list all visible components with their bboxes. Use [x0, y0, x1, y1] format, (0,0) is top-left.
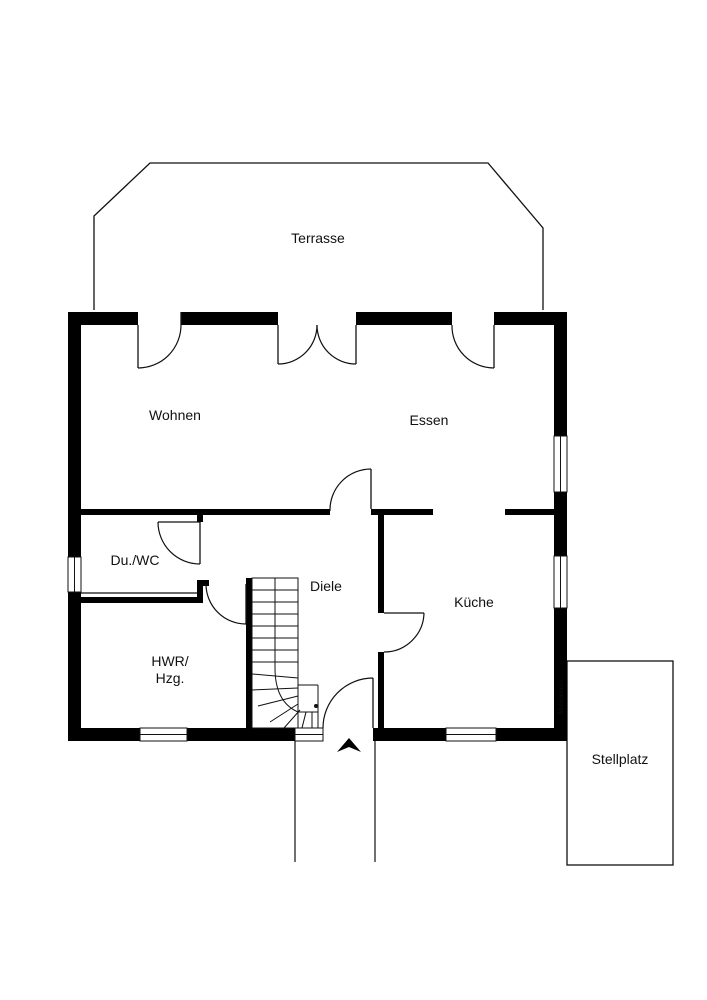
- door-wc: [157, 521, 201, 565]
- window-left: [67, 556, 82, 593]
- terrace-outline: [93, 162, 544, 310]
- door-kitchen: [383, 612, 425, 653]
- door-entrance: [322, 677, 374, 729]
- entrance-arrow-icon: [337, 738, 361, 752]
- window-bottom-kitchen: [445, 727, 497, 742]
- interior-walls: [81, 509, 554, 728]
- door-hwr: [205, 583, 247, 625]
- label-shower-wc: Du./WC: [111, 552, 160, 568]
- carport-outline: [566, 660, 674, 866]
- door-terrace-double: [277, 324, 357, 365]
- staircase: [251, 577, 319, 729]
- label-kitchen: Küche: [454, 594, 494, 610]
- watermark-text: McGrundriss: [559, 680, 565, 714]
- door-hall-living: [329, 468, 372, 512]
- window-right-upper: [553, 435, 568, 493]
- label-dining: Essen: [410, 412, 449, 428]
- label-living: Wohnen: [149, 407, 201, 423]
- window-bottom-stair: [294, 727, 324, 742]
- window-bottom-hwr: [139, 727, 188, 742]
- door-terrace-dining: [451, 324, 495, 369]
- label-utility-line2: Hzg.: [156, 670, 185, 686]
- label-utility-line1: HWR/: [151, 653, 188, 669]
- label-carport: Stellplatz: [592, 751, 649, 767]
- label-terrace: Terrasse: [291, 230, 345, 246]
- exterior-walls: [68, 312, 567, 741]
- window-right-lower: [553, 555, 568, 609]
- door-terrace-living: [137, 312, 182, 369]
- label-hall: Diele: [310, 578, 342, 594]
